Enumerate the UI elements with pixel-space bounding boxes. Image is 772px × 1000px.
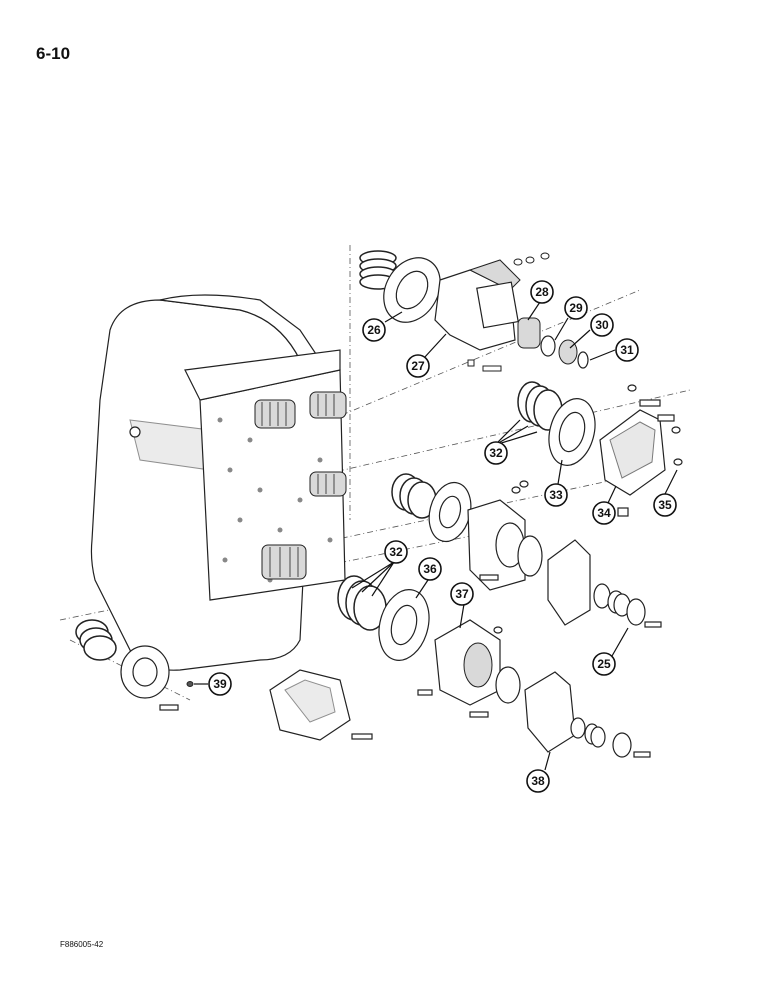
middle-right-assembly <box>517 381 683 517</box>
callout-33: 33 <box>544 483 568 507</box>
callout-38: 38 <box>526 769 550 793</box>
svg-text:36: 36 <box>423 562 437 576</box>
callout-28: 28 <box>530 280 554 304</box>
svg-text:30: 30 <box>595 318 609 332</box>
svg-text:29: 29 <box>569 301 583 315</box>
callout-30: 30 <box>590 313 614 337</box>
callout-29: 29 <box>564 296 588 320</box>
transmission-housing <box>90 294 347 671</box>
left-lower-assembly <box>75 619 373 741</box>
callout-37: 37 <box>450 582 474 606</box>
callout-36: 36 <box>418 557 442 581</box>
middle-assembly <box>391 473 662 628</box>
callout-34: 34 <box>592 501 616 525</box>
callout-27: 27 <box>406 354 430 378</box>
svg-text:32: 32 <box>489 446 503 460</box>
figure-code: F886005-42 <box>60 940 104 949</box>
svg-text:26: 26 <box>367 323 381 337</box>
callout-32-lower: 32 <box>384 540 408 564</box>
svg-text:39: 39 <box>213 677 227 691</box>
callout-35: 35 <box>653 493 677 517</box>
callout-32-upper: 32 <box>484 441 508 465</box>
svg-text:28: 28 <box>535 285 549 299</box>
svg-text:27: 27 <box>411 359 425 373</box>
leader-lines <box>194 301 678 771</box>
callout-39: 39 <box>208 672 232 696</box>
callout-25: 25 <box>592 652 616 676</box>
page-number: 6-10 <box>36 44 71 63</box>
svg-text:34: 34 <box>597 506 611 520</box>
callout-26: 26 <box>362 318 386 342</box>
svg-text:38: 38 <box>531 774 545 788</box>
svg-text:31: 31 <box>620 343 634 357</box>
svg-text:37: 37 <box>455 587 469 601</box>
svg-text:25: 25 <box>597 657 611 671</box>
svg-text:32: 32 <box>389 545 403 559</box>
callout-31: 31 <box>615 338 639 362</box>
svg-text:35: 35 <box>658 498 672 512</box>
svg-text:33: 33 <box>549 488 563 502</box>
top-pump-assembly <box>359 250 589 372</box>
lower-assembly <box>337 575 651 758</box>
